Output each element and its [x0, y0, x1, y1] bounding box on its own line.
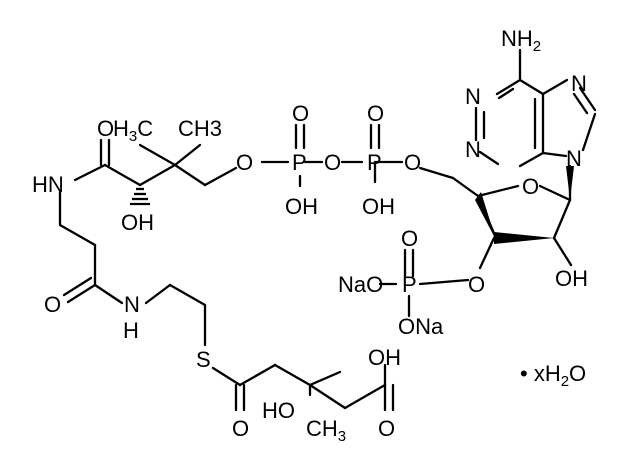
bond: [103, 163, 142, 187]
bond: [418, 278, 470, 286]
hydroxyl-label: OH: [368, 345, 401, 370]
bond: [578, 86, 597, 112]
wedge-bond: [475, 192, 496, 240]
wedge-bond: [494, 232, 554, 244]
bond: [308, 383, 347, 410]
bond: [144, 283, 172, 305]
bond: [343, 383, 387, 410]
atom-label: O: [44, 292, 61, 317]
bond: [73, 163, 107, 182]
atom-label: N: [465, 84, 481, 109]
bond: [58, 223, 97, 247]
methyl-label: CH3: [306, 416, 346, 445]
atom-label: N: [571, 71, 587, 96]
hydroxyl-label: OH: [555, 266, 588, 291]
bond: [497, 87, 515, 100]
bond: [173, 143, 202, 167]
hydroxyl-label: OH: [362, 194, 395, 219]
wedge-bond: [566, 166, 574, 200]
bond: [518, 78, 545, 96]
atom-label: O: [468, 272, 485, 297]
atom-label: O: [97, 116, 114, 141]
hydroxyl-label: OH: [285, 194, 318, 219]
atom-label: O: [236, 150, 253, 175]
bond: [541, 151, 568, 158]
bond: [138, 163, 177, 187]
atom-label: O: [401, 226, 418, 251]
atom-label: O: [522, 174, 539, 199]
atom-label: O: [404, 150, 421, 175]
atom-label: O: [367, 101, 384, 126]
atom-label: N: [465, 137, 481, 162]
bond: [203, 166, 238, 187]
sodium-oxide-label: NaO: [338, 272, 383, 297]
bond: [66, 283, 97, 304]
bond: [572, 92, 589, 115]
amine-label: N: [124, 292, 140, 317]
bond: [451, 176, 480, 198]
amino-group-label: NH2: [501, 26, 541, 55]
bond: [476, 184, 520, 198]
bond: [173, 163, 207, 187]
atom-label: O: [324, 150, 341, 175]
phosphorus-label: P: [292, 150, 307, 175]
hydrate-label: • xH2O: [520, 361, 586, 390]
bond: [273, 363, 312, 387]
phosphorus-label: P: [402, 272, 417, 297]
bond: [168, 283, 207, 307]
bond-lines: [58, 48, 597, 412]
bond: [62, 276, 93, 297]
atom-labels: NH2 N N N N O OH O O P NaO ONa O P OH O …: [32, 26, 588, 445]
hashed-bond: [130, 187, 150, 206]
sodium-oxide-label: ONa: [398, 314, 444, 339]
bond: [552, 236, 573, 267]
bond: [138, 143, 177, 167]
bond: [495, 78, 522, 96]
bond: [552, 198, 572, 240]
bond: [518, 151, 545, 168]
atom-label: O: [292, 101, 309, 126]
hydroxyl-label: OH: [121, 210, 154, 235]
bond: [418, 166, 455, 180]
methyl-label: CH3: [178, 116, 222, 141]
atom-label: O: [378, 416, 395, 441]
stereo-bonds: [130, 166, 574, 244]
methyl-label: H3C: [113, 116, 153, 145]
bond: [93, 283, 124, 305]
atom-label: N: [566, 146, 582, 171]
phosphorus-label: P: [367, 150, 382, 175]
atom-label: O: [232, 416, 249, 441]
bond: [308, 370, 342, 387]
amine-label: HN: [32, 172, 64, 197]
bond: [541, 78, 569, 96]
hydroxyl-label: HO: [262, 398, 295, 423]
bond: [581, 112, 597, 152]
bond: [538, 184, 572, 202]
bond: [211, 366, 242, 387]
sulfur-label: S: [196, 347, 211, 372]
bond: [478, 150, 500, 166]
amine-label: H: [123, 318, 139, 343]
bond: [478, 236, 496, 270]
bond: [238, 363, 277, 387]
